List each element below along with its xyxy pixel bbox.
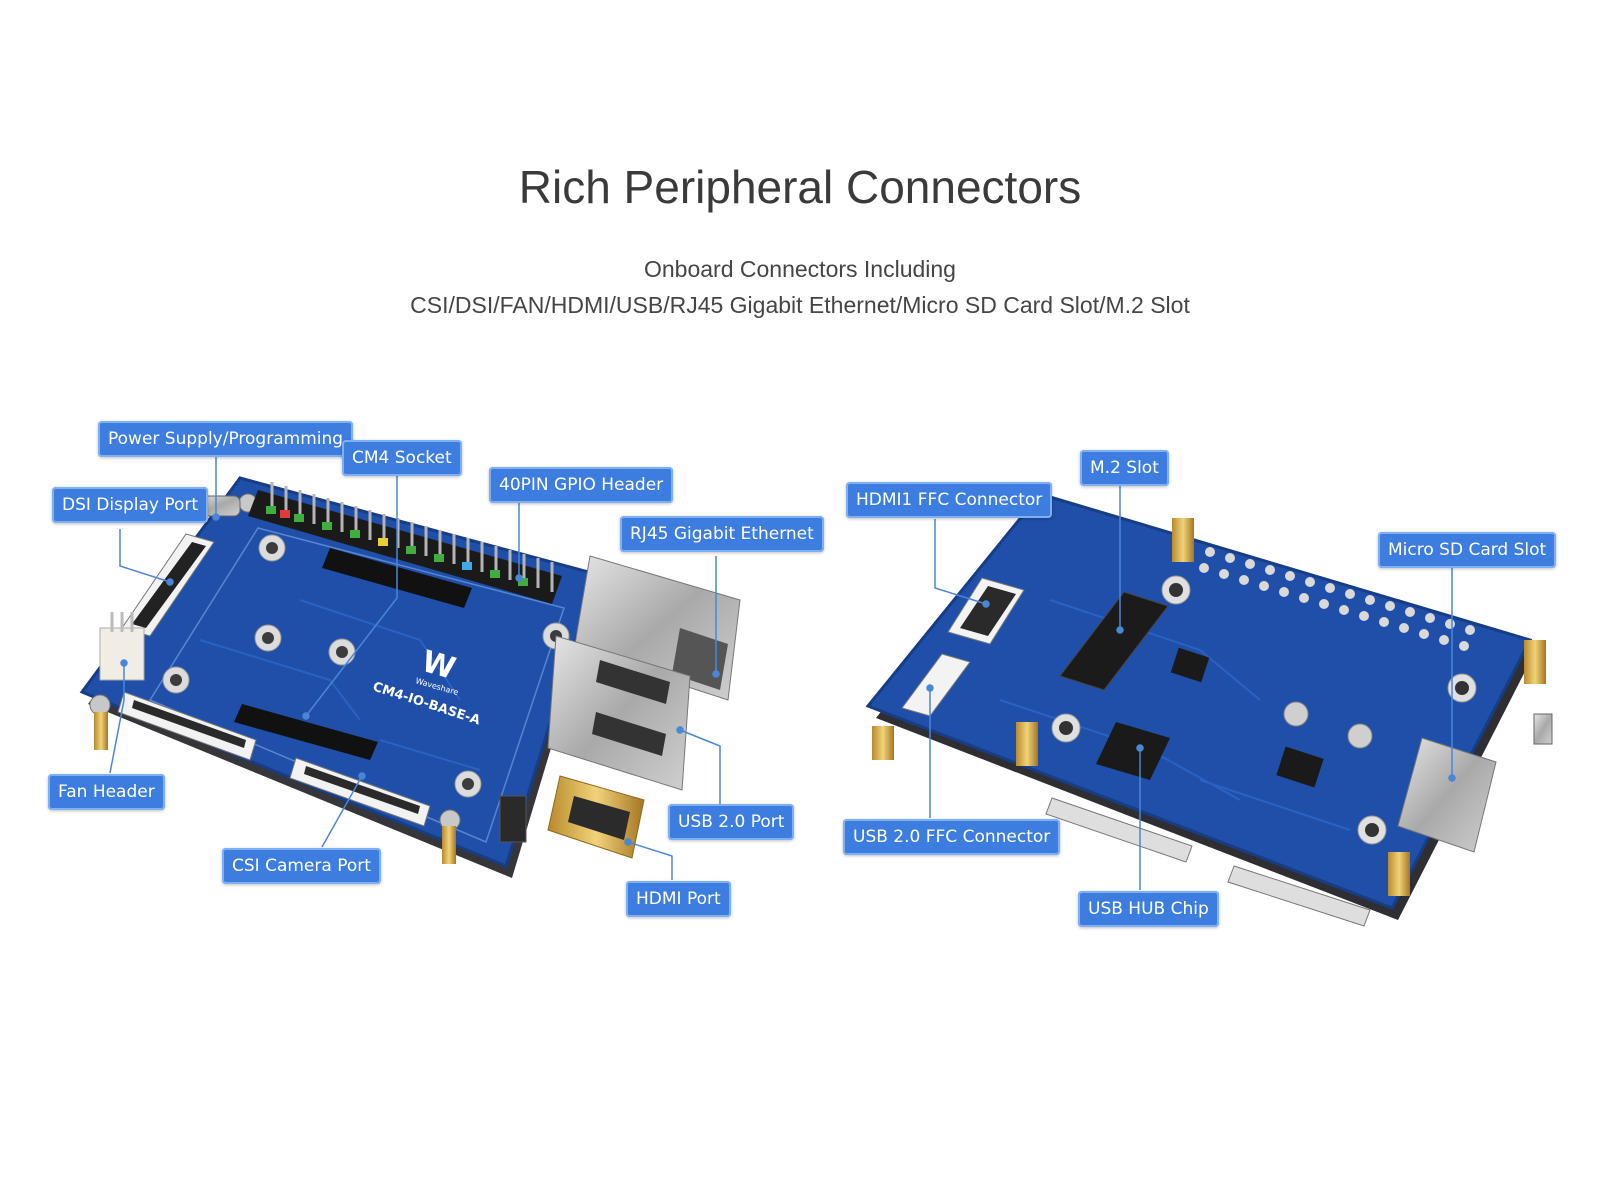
- callout-usb-2-0-ffc-connector: USB 2.0 FFC Connector: [843, 819, 1061, 855]
- callout-hdmi1-ffc-connector: HDMI1 FFC Connector: [846, 482, 1053, 518]
- callout-micro-sd-card-slot: Micro SD Card Slot: [1378, 532, 1557, 568]
- page-title: Rich Peripheral Connectors: [518, 161, 1082, 213]
- page-subtitle-line1: Onboard Connectors Including: [644, 256, 956, 282]
- callout-dsi-display-port: DSI Display Port: [52, 487, 209, 523]
- callout-cm4-socket: CM4 Socket: [342, 440, 462, 476]
- callout-leader-lines: [109, 457, 1456, 890]
- mounting-holes: [89, 493, 570, 831]
- gpio-holes: [1199, 547, 1475, 651]
- callout-usb-hub-chip: USB HUB Chip: [1078, 891, 1219, 927]
- callout-usb-2-0-port: USB 2.0 Port: [668, 804, 795, 840]
- cm4-io-board-top-view: W Waveshare CM4-IO-BASE-A: [79, 476, 741, 878]
- callout-csi-camera-port: CSI Camera Port: [222, 848, 381, 884]
- fan-header: [99, 612, 145, 681]
- callout-fan-header: Fan Header: [48, 774, 165, 810]
- callout-hdmi-port: HDMI Port: [626, 881, 731, 917]
- callout-m2-slot: M.2 Slot: [1080, 450, 1169, 486]
- callout-40pin-gpio-header: 40PIN GPIO Header: [489, 467, 674, 503]
- cm4-io-board-bottom-view: [865, 492, 1553, 927]
- callout-rj45-gigabit-ethernet: RJ45 Gigabit Ethernet: [620, 516, 824, 552]
- gpio-header: [248, 482, 562, 604]
- page-subtitle-line2: CSI/DSI/FAN/HDMI/USB/RJ45 Gigabit Ethern…: [410, 292, 1190, 318]
- callout-power-supply-programming: Power Supply/Programming: [98, 421, 354, 457]
- rj45-usb-stack: [547, 555, 741, 791]
